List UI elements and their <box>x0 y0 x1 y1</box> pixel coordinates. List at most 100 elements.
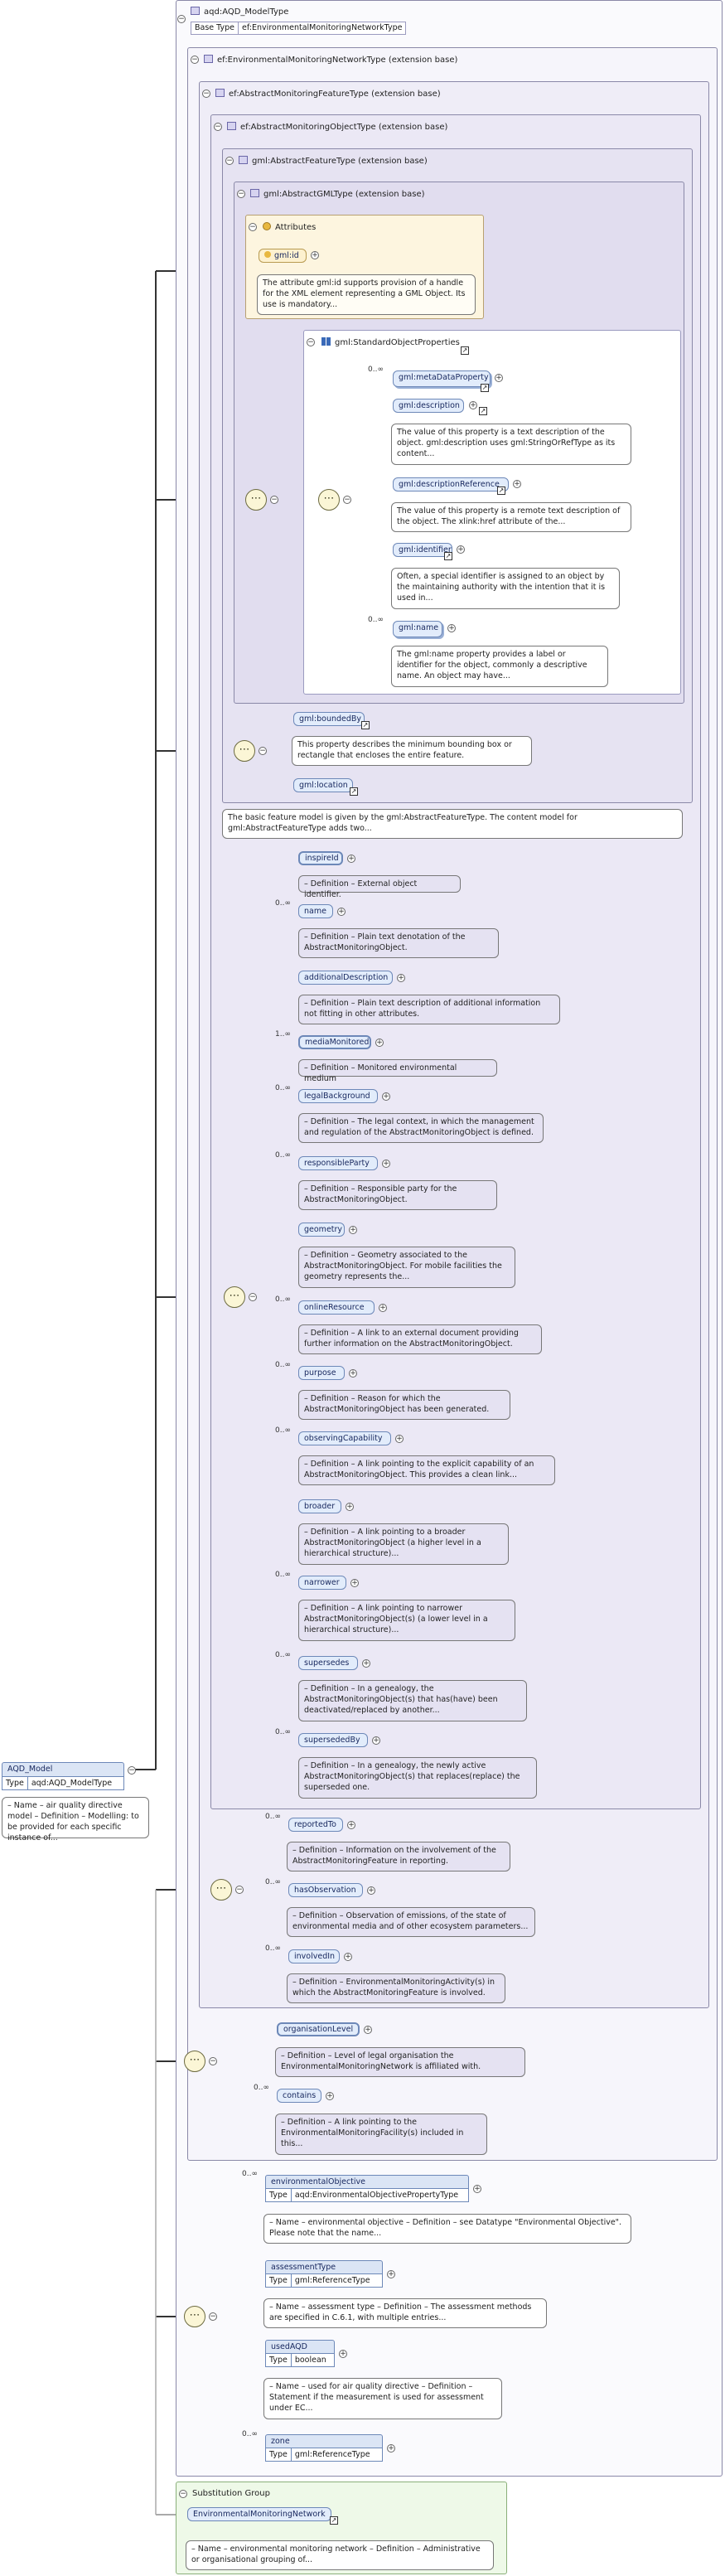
expand-supersededby-button[interactable]: + <box>372 1736 380 1745</box>
expand-reportedto-button[interactable]: + <box>347 1821 355 1829</box>
additionaldescription-element[interactable]: additionalDescription <box>298 971 393 985</box>
collapse-amf-button[interactable]: − <box>202 90 210 98</box>
expand-additionaldescription-button[interactable]: + <box>397 974 405 982</box>
expand-gml-id-button[interactable]: + <box>311 251 319 259</box>
supersededby-element[interactable]: supersededBy <box>298 1733 368 1747</box>
reportedto-element[interactable]: reportedTo <box>288 1818 343 1832</box>
expand-inspireid-button[interactable]: + <box>347 855 355 863</box>
name-element[interactable]: name <box>298 904 333 918</box>
expand-usedaqd-button[interactable]: + <box>339 2350 347 2358</box>
link-icon[interactable]: ↗ <box>444 552 452 560</box>
gml-id-description: The attribute gml:id supports provision … <box>257 274 476 315</box>
expand-environmentalobjective-button[interactable]: + <box>473 2185 481 2193</box>
narrower-element[interactable]: narrower <box>298 1576 346 1590</box>
gaf-title: gml:AbstractFeatureType (extension base) <box>239 156 428 166</box>
expand-organisationlevel-button[interactable]: + <box>364 2026 372 2034</box>
cardinality-label: 0..∞ <box>275 899 291 908</box>
hasobservation-element[interactable]: hasObservation <box>288 1883 363 1897</box>
geometry-element[interactable]: geometry <box>298 1223 345 1237</box>
broader-element[interactable]: broader <box>298 1499 341 1513</box>
collapse-emn-sequence-button[interactable]: − <box>209 2057 217 2065</box>
inspireid-element[interactable]: inspireId <box>298 851 343 865</box>
environmentalobjective-element[interactable]: environmentalObjective <box>265 2175 469 2189</box>
collapse-sequence-button[interactable]: − <box>270 496 278 504</box>
collapse-gag-button[interactable]: − <box>237 190 245 198</box>
link-icon[interactable]: ↗ <box>481 384 489 392</box>
collapse-root-button[interactable]: − <box>177 15 186 23</box>
expand-name-button[interactable]: + <box>447 624 456 632</box>
gml-identifier-element[interactable]: gml:identifier <box>393 543 452 557</box>
expand-zone-button[interactable]: + <box>387 2444 395 2453</box>
gml-name-element[interactable]: gml:name <box>393 621 442 637</box>
expand-geometry-button[interactable]: + <box>349 1226 357 1234</box>
expand-mediamonitored-button[interactable]: + <box>375 1039 384 1047</box>
zone-element[interactable]: zone <box>265 2434 383 2448</box>
collapse-emn-button[interactable]: − <box>191 56 199 64</box>
cardinality-label: 0..∞ <box>275 1361 291 1369</box>
collapse-amo-sequence-button[interactable]: − <box>249 1293 257 1301</box>
collapse-substitution-button[interactable]: − <box>179 2490 187 2498</box>
expand-responsibleparty-button[interactable]: + <box>382 1160 390 1168</box>
involvedin-element[interactable]: involvedIn <box>288 1949 340 1963</box>
expand-legalbackground-button[interactable]: + <box>382 1092 390 1101</box>
link-icon[interactable]: ↗ <box>461 346 469 355</box>
organisationlevel-desc: – Definition – Level of legal organisati… <box>275 2047 525 2077</box>
gml-boundedby-element[interactable]: gml:boundedBy <box>293 712 365 726</box>
assessmenttype-element[interactable]: assessmentType <box>265 2260 383 2274</box>
complex-type-icon <box>204 55 213 63</box>
expand-supersedes-button[interactable]: + <box>362 1659 370 1668</box>
observingcapability-element[interactable]: observingCapability <box>298 1431 391 1445</box>
collapse-amf-sequence-button[interactable]: − <box>235 1886 244 1894</box>
gml-descriptionreference-element[interactable]: gml:descriptionReference <box>393 477 509 491</box>
expand-descriptionreference-button[interactable]: + <box>513 480 521 488</box>
gml-id-attribute[interactable]: gml:id <box>259 249 307 263</box>
purpose-element[interactable]: purpose <box>298 1366 345 1380</box>
expand-description-button[interactable]: + <box>469 401 477 409</box>
gml-boundedby-desc: This property describes the minimum boun… <box>292 736 532 766</box>
collapse-aqd-sequence-button[interactable]: − <box>209 2312 217 2321</box>
collapse-amo-button[interactable]: − <box>214 123 222 131</box>
contains-desc: – Definition – A link pointing to the En… <box>275 2114 487 2155</box>
sequence-icon: ⋯ <box>245 489 267 511</box>
supersedes-element[interactable]: supersedes <box>298 1656 358 1670</box>
expand-onlineresource-button[interactable]: + <box>379 1304 387 1312</box>
collapse-feature-sequence-button[interactable]: − <box>259 747 267 755</box>
contains-element[interactable]: contains <box>277 2089 321 2103</box>
collapse-std-sequence-button[interactable]: − <box>343 496 351 504</box>
link-icon[interactable]: ↗ <box>497 487 505 495</box>
gml-metadataproperty-element[interactable]: gml:metaDataProperty <box>393 370 491 387</box>
gml-location-element[interactable]: gml:location <box>293 778 353 792</box>
attribute-icon <box>263 222 271 230</box>
cardinality-label: 0..∞ <box>275 1728 291 1736</box>
expand-purpose-button[interactable]: + <box>349 1369 357 1378</box>
environmentalmonitoringnetwork-element[interactable]: EnvironmentalMonitoringNetwork <box>187 2507 331 2521</box>
link-icon[interactable]: ↗ <box>361 721 370 729</box>
expand-metadataproperty-button[interactable]: + <box>495 374 503 382</box>
responsibleparty-element[interactable]: responsibleParty <box>298 1156 378 1170</box>
collapse-gaf-button[interactable]: − <box>225 157 234 165</box>
expand-assessmenttype-button[interactable]: + <box>387 2270 395 2278</box>
gml-description-element[interactable]: gml:description <box>393 399 464 413</box>
aqd-model-element[interactable]: AQD_Model <box>2 1762 124 1777</box>
expand-contains-button[interactable]: + <box>326 2092 334 2100</box>
collapse-aqd-model-button[interactable]: − <box>128 1766 136 1775</box>
mediamonitored-element[interactable]: mediaMonitored <box>298 1035 371 1049</box>
expand-hasobservation-button[interactable]: + <box>367 1886 375 1895</box>
collapse-attributes-button[interactable]: − <box>249 223 257 231</box>
expand-narrower-button[interactable]: + <box>350 1579 359 1587</box>
link-icon[interactable]: ↗ <box>479 407 487 415</box>
inspireid-desc: – Definition – External object identifie… <box>298 875 461 899</box>
expand-broader-button[interactable]: + <box>346 1503 354 1511</box>
link-icon[interactable]: ↗ <box>330 2516 338 2525</box>
organisationlevel-element[interactable]: organisationLevel <box>277 2022 360 2036</box>
collapse-standard-properties-button[interactable]: − <box>307 338 315 346</box>
usedaqd-element[interactable]: usedAQD <box>265 2340 335 2354</box>
link-icon[interactable]: ↗ <box>350 787 358 796</box>
legalbackground-element[interactable]: legalBackground <box>298 1089 378 1103</box>
cardinality-label: 1..∞ <box>275 1030 291 1039</box>
expand-identifier-button[interactable]: + <box>457 545 465 554</box>
expand-observingcapability-button[interactable]: + <box>395 1435 404 1443</box>
expand-name-amo-button[interactable]: + <box>337 908 346 916</box>
expand-involvedin-button[interactable]: + <box>344 1953 352 1961</box>
onlineresource-element[interactable]: onlineResource <box>298 1300 375 1315</box>
